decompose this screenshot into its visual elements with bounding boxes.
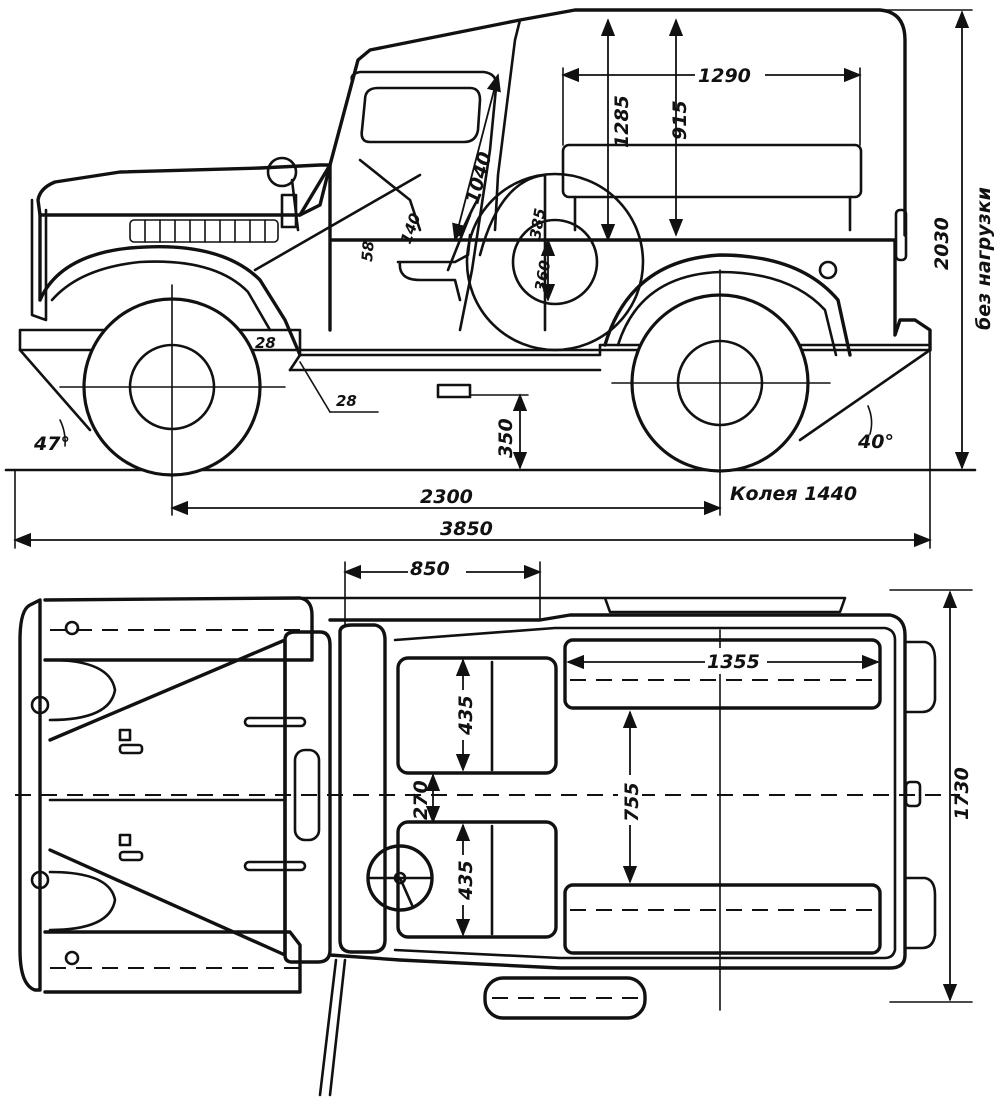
note-unloaded: без нагрузки xyxy=(973,187,995,330)
rear-angle-line xyxy=(798,348,932,442)
canopy-rear-edge xyxy=(493,18,522,232)
door-window xyxy=(360,86,482,144)
dim-seat-height: 915 xyxy=(669,100,691,140)
dim-overall-width: 1730 xyxy=(951,767,973,820)
track-label: Колея 1440 xyxy=(730,483,857,505)
hood-latches xyxy=(118,728,144,862)
rear-bench xyxy=(561,143,863,199)
dim-front-section: 850 xyxy=(410,558,450,580)
hood-outline xyxy=(36,163,332,217)
dim-cargo-length: 1290 xyxy=(698,65,751,87)
rear-handle xyxy=(894,208,908,262)
wiper-lower xyxy=(243,860,307,872)
headlight-left xyxy=(48,658,117,722)
front-seat-lower xyxy=(396,820,558,939)
dim-small-a: 28 xyxy=(255,334,276,352)
rear-bench-upper xyxy=(563,638,882,710)
front-bumper xyxy=(18,598,42,992)
fuel-cap xyxy=(818,260,838,280)
hood-vents xyxy=(129,219,279,243)
rear-handle-lower xyxy=(903,876,937,950)
dim-overall-length: 3850 xyxy=(440,518,493,540)
windshield-handle xyxy=(293,748,321,842)
dim-height: 2030 xyxy=(931,217,953,270)
wiper-upper xyxy=(243,716,307,728)
roll-bar xyxy=(338,623,387,954)
dim-door-height: 1040 xyxy=(462,150,497,207)
spare-wheel-top xyxy=(483,976,647,1020)
headlight-right xyxy=(48,870,117,932)
windshield xyxy=(283,630,332,964)
top-view: 850 1355 435 435 270 755 1730 xyxy=(15,555,973,1097)
dim-bench-gap: 755 xyxy=(621,782,643,822)
steering-column xyxy=(253,158,422,272)
side-view: 3850 2300 Колея 1440 2030 без нагрузки 1… xyxy=(4,8,995,549)
spare-wheel xyxy=(465,172,645,352)
dim-bench-length: 1355 xyxy=(707,651,760,673)
dim-angle-front: 47° xyxy=(33,433,70,455)
grille xyxy=(30,198,48,322)
rear-handle-upper xyxy=(903,640,937,714)
hood-top xyxy=(48,638,287,957)
dim-steering-b: 58 xyxy=(358,240,378,262)
front-seat-upper xyxy=(396,656,558,775)
underbody-hitch xyxy=(436,383,472,399)
dim-cargo-height: 1285 xyxy=(611,95,633,148)
rear-bench-lower xyxy=(563,883,882,955)
dim-seat-gap: 270 xyxy=(410,780,432,820)
dim-small-b: 28 xyxy=(336,392,357,410)
dim-spare-b: 360 xyxy=(531,259,554,293)
dim-wheelbase: 2300 xyxy=(420,486,473,508)
dim-clearance: 350 xyxy=(495,418,517,458)
front-angle-line xyxy=(18,348,92,432)
dim-seat-width-lower: 435 xyxy=(455,860,477,901)
dim-angle-rear: 40° xyxy=(857,431,894,453)
front-fender-right xyxy=(43,930,302,994)
tow-hook xyxy=(904,780,922,808)
headlamp xyxy=(266,156,298,188)
antenna xyxy=(318,958,338,1097)
body-inner-outline xyxy=(393,626,897,960)
dim-spare-a: 385 xyxy=(526,207,549,241)
dim-seat-width-upper: 435 xyxy=(455,695,477,736)
front-fender xyxy=(38,244,302,357)
rear-fender xyxy=(603,253,852,357)
canopy-outline xyxy=(328,8,907,237)
